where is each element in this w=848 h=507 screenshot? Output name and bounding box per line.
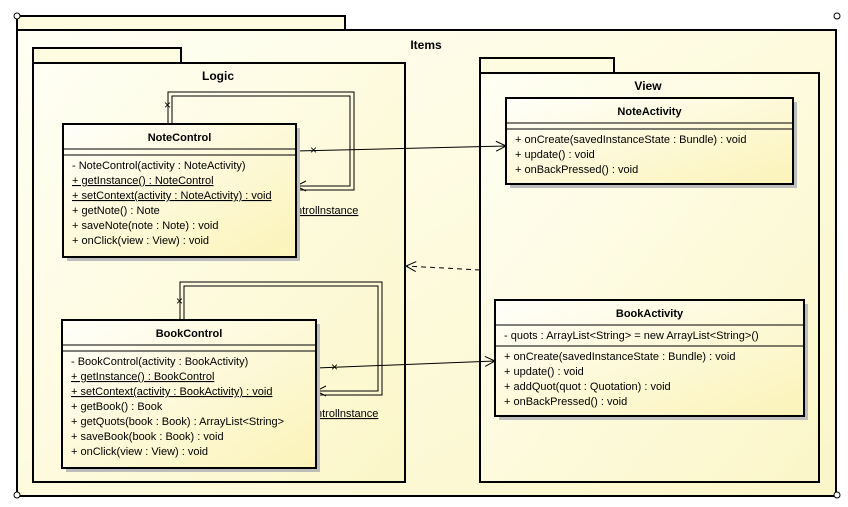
book-control-self-x-mark: × [176, 294, 183, 308]
class-book-control[interactable]: BookControl - BookControl(activity : Book… [61, 319, 320, 472]
class-note-activity-operation: + onCreate(savedInstanceState : Bundle) … [515, 134, 746, 146]
book-control-self-association-outer [179, 281, 383, 396]
class-note-activity-operation: + update() : void [515, 149, 595, 161]
note-control-self-x-mark: × [164, 98, 171, 112]
class-book-control-operation: + onClick(view : View) : void [71, 446, 208, 458]
selection-handle-top-right[interactable] [833, 12, 841, 20]
note-control-self-association-outer [167, 91, 355, 191]
classes-layer: NoteControl - NoteControl(activity : Note… [61, 97, 808, 472]
class-book-control-title: BookControl [156, 328, 223, 340]
class-note-control-operation: - NoteControl(activity : NoteActivity) [72, 160, 246, 172]
class-book-activity-operation: + onBackPressed() : void [504, 396, 627, 408]
class-book-control-operation: - BookControl(activity : BookActivity) [71, 356, 248, 368]
class-book-activity-title: BookActivity [616, 308, 684, 320]
package-items-tab [16, 15, 346, 31]
class-note-control-operation: + getInstance() : NoteControl [72, 175, 214, 187]
class-book-control-operation: + getInstance() : BookControl [71, 371, 214, 383]
class-note-control-box [62, 123, 297, 258]
package-logic-title: Logic [202, 69, 234, 83]
class-book-activity-attribute: - quots : ArrayList<String> = new ArrayL… [504, 330, 759, 342]
package-items-title: Items [410, 38, 442, 52]
class-note-control-operation: + saveNote(note : Note) : void [72, 220, 218, 232]
class-book-control-operation: + getQuots(book : Book) : ArrayList<Stri… [71, 416, 284, 428]
note-control-self-role: ntrollnstance [296, 205, 358, 217]
class-book-control-operation: + setContext(activity : BookActivity) : … [71, 386, 272, 398]
class-note-activity-box [505, 97, 794, 185]
class-note-control-operation: + setContext(activity : NoteActivity) : … [72, 190, 272, 202]
class-book-activity-operation: + onCreate(savedInstanceState : Bundle) … [504, 351, 735, 363]
class-book-activity[interactable]: BookActivity - quots : ArrayList<String> … [494, 299, 808, 420]
class-book-activity-operation: + addQuot(quot : Quotation) : void [504, 381, 671, 393]
book-control-self-association [183, 285, 379, 391]
selection-handle-bottom-right[interactable] [833, 491, 841, 499]
note-control-to-note-activity-association [295, 146, 506, 151]
book-control-to-book-activity-association [315, 361, 495, 369]
package-logic-tab [32, 47, 182, 64]
relations: × ntrollnstance × ntrollnstance × × [164, 91, 506, 420]
book-control-self-role: ntrollnstance [316, 408, 378, 420]
note-association-x-mark: × [310, 143, 317, 157]
selection-handle-top-left[interactable] [13, 12, 21, 20]
class-note-control[interactable]: NoteControl - NoteControl(activity : Note… [62, 123, 300, 261]
class-note-control-operation: + onClick(view : View) : void [72, 235, 209, 247]
class-note-control-operation: + getNote() : Note [72, 205, 160, 217]
selection-handles [13, 12, 841, 499]
class-book-activity-box [494, 299, 805, 417]
view-to-logic-dependency [406, 266, 481, 270]
class-note-activity[interactable]: NoteActivity + onCreate(savedInstanceStat… [505, 97, 797, 188]
package-view-tab [479, 57, 615, 74]
class-book-activity-operation: + update() : void [504, 366, 584, 378]
package-view-title: View [634, 79, 662, 93]
note-control-self-association [171, 95, 351, 186]
book-association-x-mark: × [331, 360, 338, 374]
class-book-control-operation: + saveBook(book : Book) : void [71, 431, 224, 443]
selection-handle-bottom-left[interactable] [13, 491, 21, 499]
class-book-control-operation: + getBook() : Book [71, 401, 163, 413]
class-note-activity-title: NoteActivity [617, 106, 682, 118]
class-note-control-title: NoteControl [148, 132, 212, 144]
class-note-activity-operation: + onBackPressed() : void [515, 164, 638, 176]
